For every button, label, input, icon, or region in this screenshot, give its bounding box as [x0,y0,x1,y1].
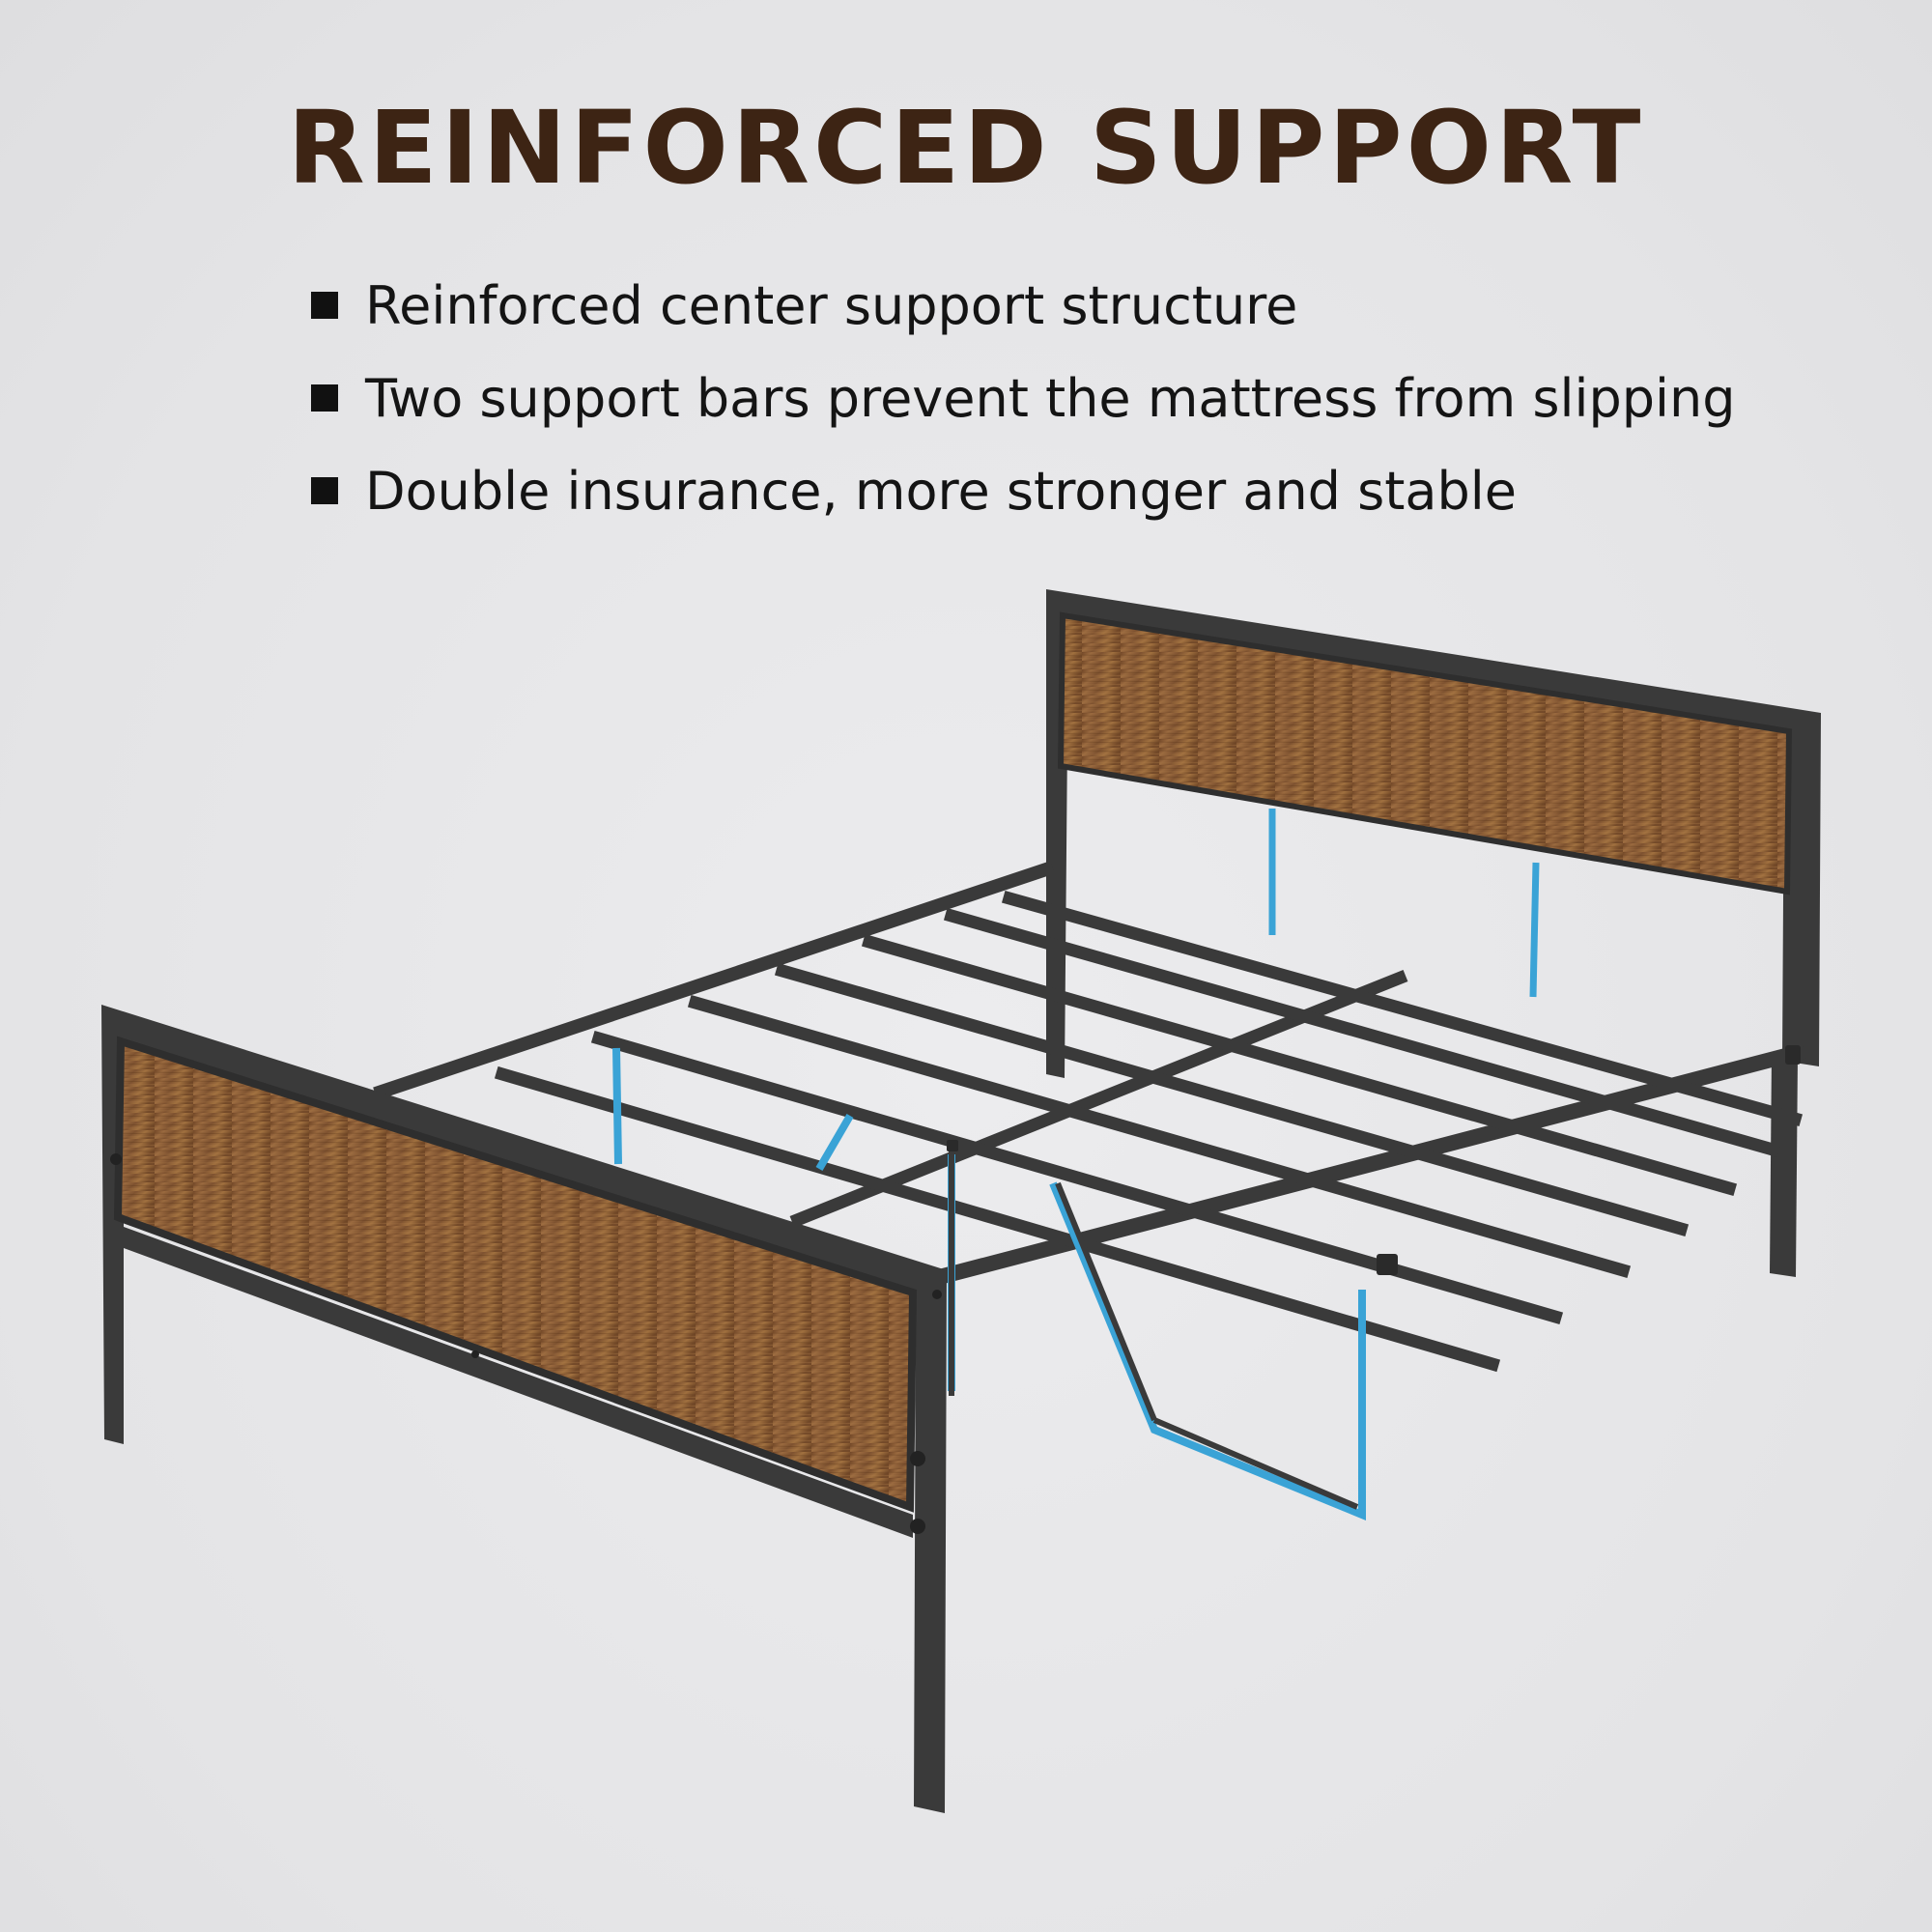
square-bullet-icon [311,384,338,412]
center-support-metal [949,1140,1359,1510]
feature-list: Reinforced center support structure Two … [311,259,1857,537]
feature-item: Two support bars prevent the mattress fr… [311,352,1857,444]
feature-text: Two support bars prevent the mattress fr… [365,367,1736,429]
feature-text: Double insurance, more stronger and stab… [365,460,1518,522]
square-bullet-icon [311,477,338,504]
footboard-frame [101,1005,947,1813]
footboard-bottom-rail [124,1227,913,1538]
feature-item: Reinforced center support structure [311,259,1857,352]
square-bullet-icon [311,292,338,319]
rail-brackets [947,1045,1801,1275]
bed-frame-illustration [101,589,1821,1813]
headboard-right-leg [1770,1053,1798,1277]
bed-slats [494,890,1804,1373]
side-rails [373,861,1806,1285]
feature-item: Double insurance, more stronger and stab… [311,444,1857,537]
page-title: REINFORCED SUPPORT [287,89,1645,207]
headboard [1046,589,1821,1277]
headboard-support-bars [1268,809,1540,998]
footboard [101,1005,947,1813]
feature-text: Reinforced center support structure [365,274,1298,336]
headboard-wood-panel [1057,611,1793,895]
